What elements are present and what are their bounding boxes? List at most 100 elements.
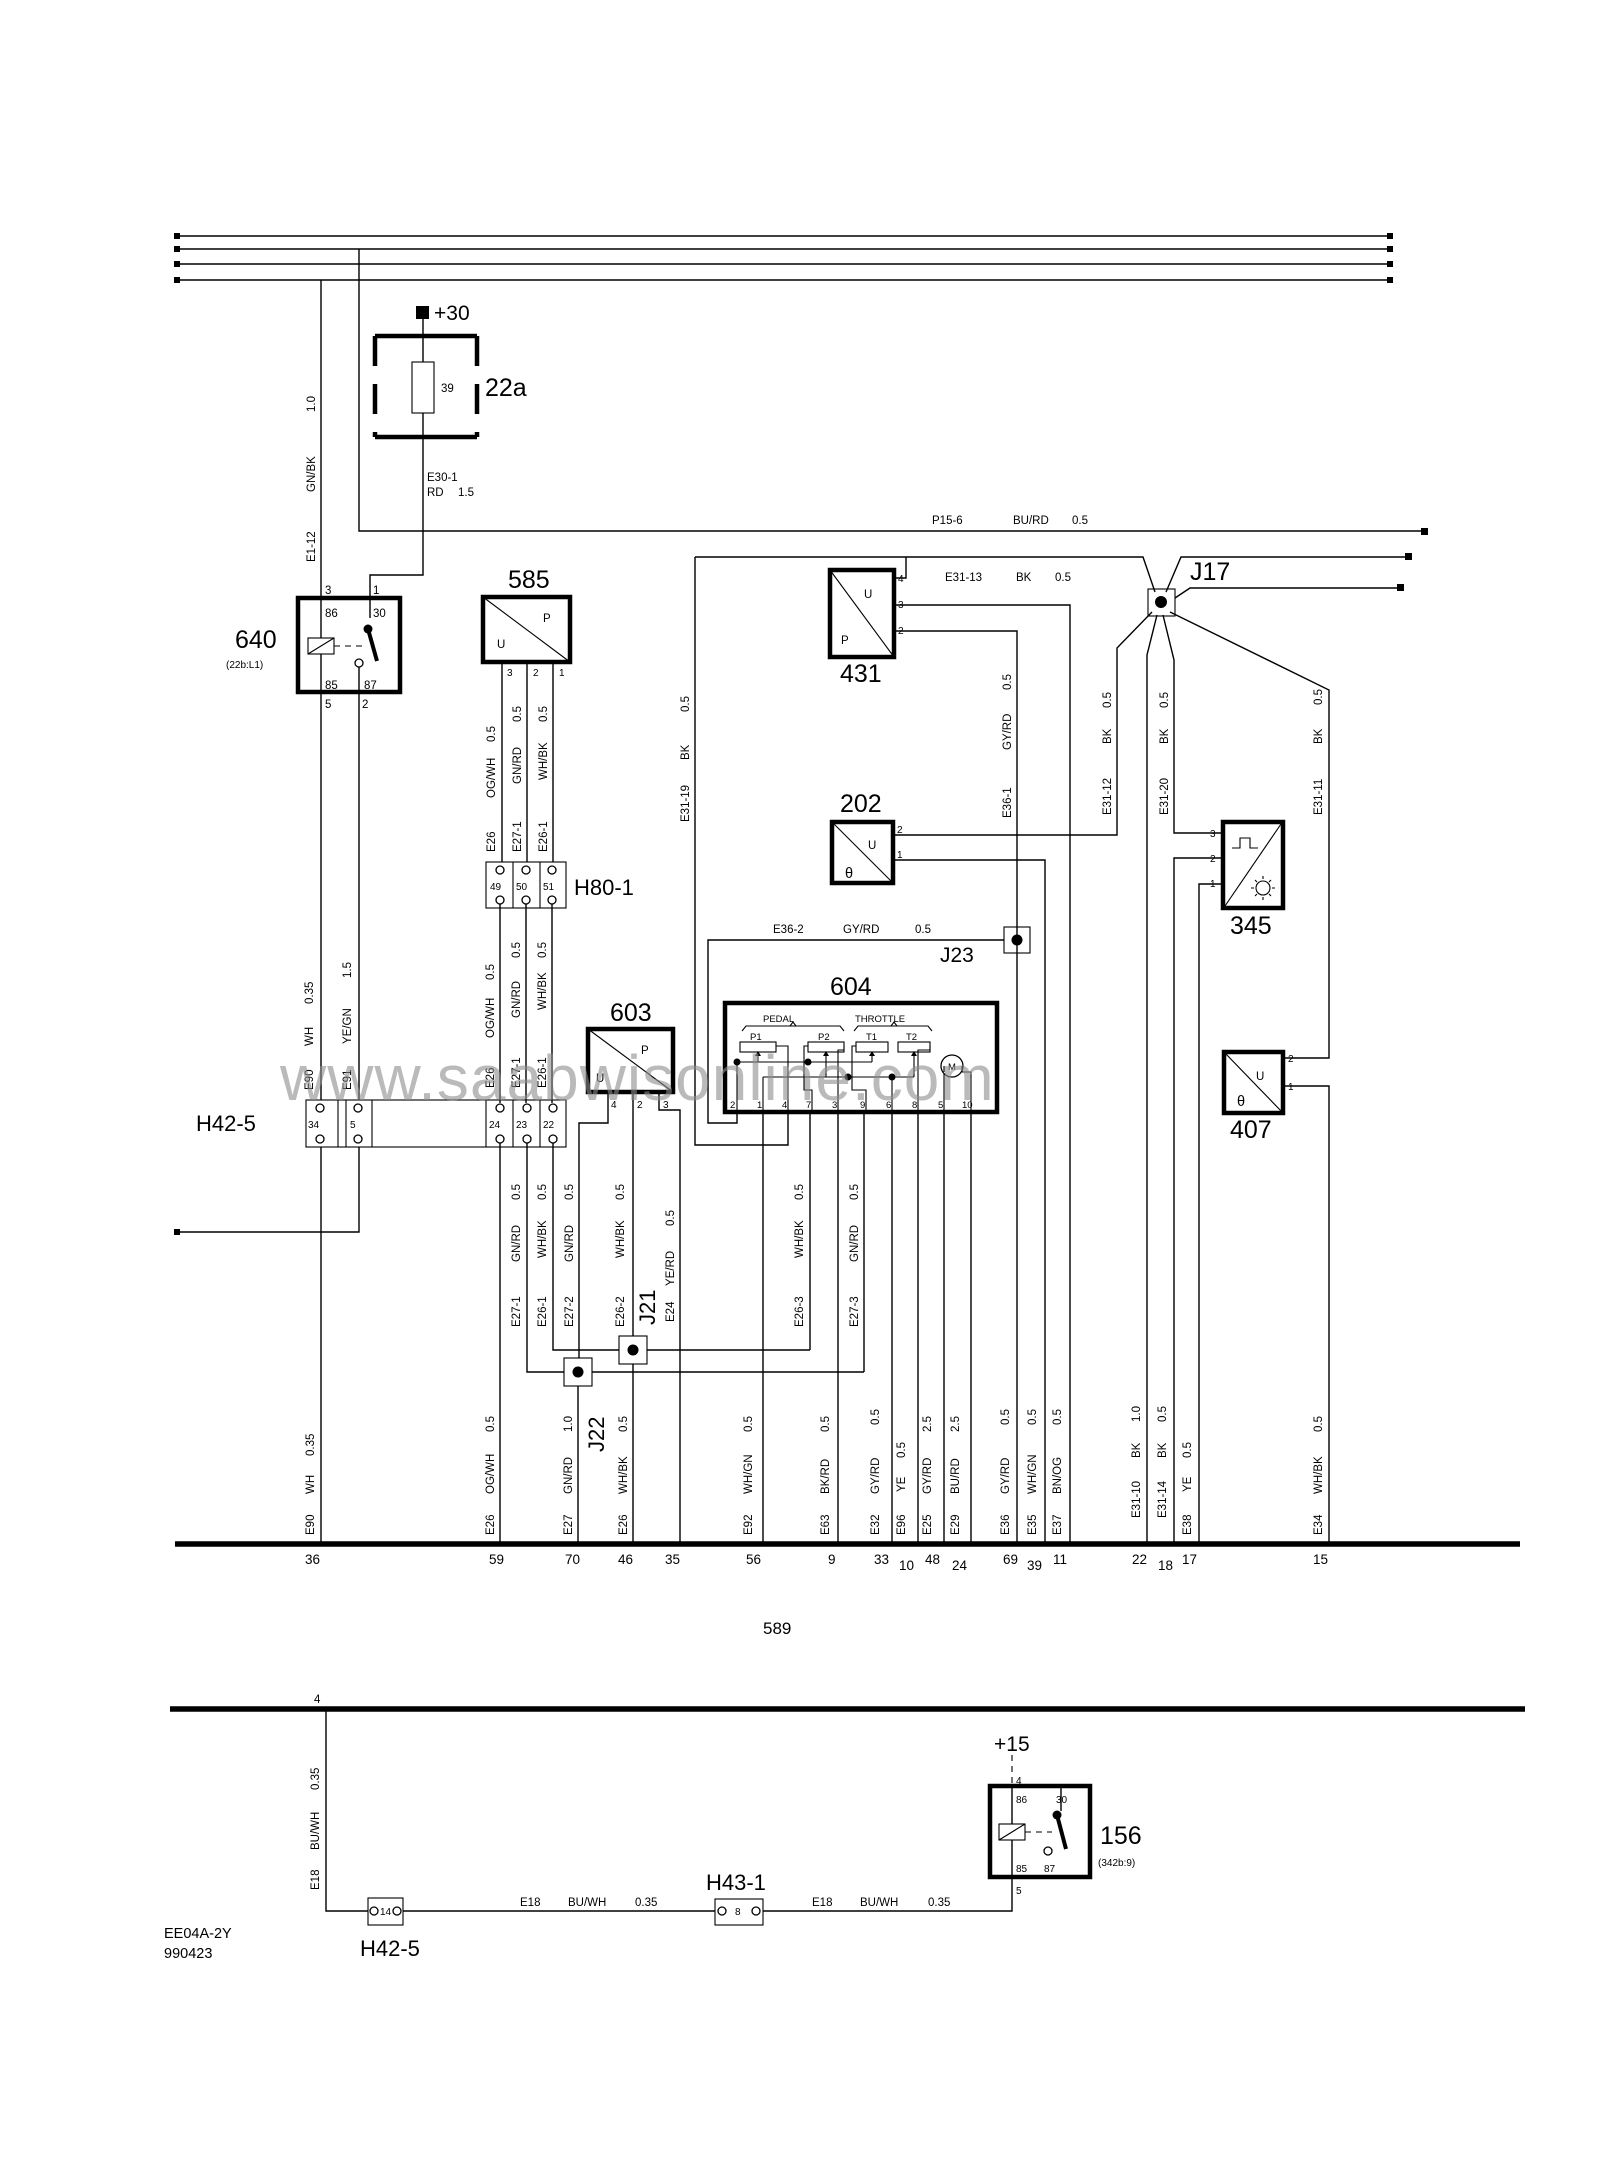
bus-pin: 69 [1003, 1552, 1018, 1567]
junction-label: J22 [584, 1417, 609, 1452]
symbol-u: U [1256, 1071, 1264, 1083]
component-label: 345 [1230, 912, 1272, 940]
component-label: 603 [610, 999, 652, 1027]
wire-gnbk: 1.0 GN/BK E1-12 [306, 280, 322, 598]
relay-156: +15 4 86 30 85 87 5 156 (342b:9) [987, 1733, 1142, 1897]
component-345: 345 3 2 1 [1173, 819, 1286, 1544]
wire-label: 0.5 [1000, 1409, 1012, 1425]
junction-j17: E31-13 BK 0.5 J17 E31-12 BK 0.5 E31-20 B… [695, 553, 1412, 1544]
wire-label: E29 [950, 1515, 962, 1535]
bus-pin: 35 [665, 1552, 680, 1567]
bus-pin: 15 [1313, 1552, 1328, 1567]
wire-label: E36-1 [1002, 787, 1014, 818]
pin-label: 3 [325, 585, 331, 597]
wire-label: GY/RD [1002, 714, 1014, 750]
wire-label: 0.5 [512, 706, 524, 722]
pot-label: T1 [866, 1032, 877, 1043]
wire-label: 0.5 [537, 1184, 549, 1200]
wire-label: E31-10 [1131, 1481, 1143, 1518]
wire-label: 0.5 [511, 942, 523, 958]
component-label: 407 [1230, 1116, 1272, 1144]
ecu-bus: 36 59 70 46 35 56 9 33 10 48 24 69 39 11… [175, 1541, 1520, 1573]
connector-h80-1: 49 50 51 H80-1 E26 OG/WH 0.5 E27-1 GN/RD… [485, 861, 634, 1103]
wire-label: WH/BK [1313, 1456, 1325, 1494]
wire-label: E37 [1052, 1515, 1064, 1535]
group-label: PEDAL [763, 1014, 794, 1025]
wire-e36-2: E36-2 GY/RD 0.5 [707, 924, 1004, 1124]
pin-label: 86 [325, 608, 338, 620]
symbol-u: U [497, 639, 505, 651]
component-label: 22a [485, 374, 527, 402]
pin-label: 23 [516, 1120, 528, 1131]
pin-label: 9 [860, 1100, 865, 1111]
fuse-box-22a: +30 39 22a E30-1 RD 1.5 [369, 302, 527, 598]
component-label: 431 [840, 660, 882, 688]
wire-label: GN/RD [849, 1225, 861, 1262]
junction-j22: J22 [563, 1112, 865, 1544]
wire-label: 0.5 [485, 1416, 497, 1432]
component-604: 604 PEDAL THROTTLE P1 P2 T1 T2 M 2 1 4 7… [722, 973, 1000, 1544]
plus30-label: +30 [434, 302, 470, 325]
component-ref: (22b:L1) [226, 660, 263, 671]
wire-label: E34 [1313, 1514, 1325, 1535]
wire-label: 0.5 [1052, 1409, 1064, 1425]
wire-e31-19: E31-19 BK 0.5 [680, 557, 789, 1146]
wire-label: 0.5 [618, 1416, 630, 1432]
wire-label: 0.5 [538, 706, 550, 722]
bus-pin: 24 [952, 1558, 968, 1573]
pin-label: 3 [832, 1100, 837, 1111]
fuse-symbol [411, 361, 435, 414]
component-label: 156 [1100, 1822, 1142, 1850]
symbol-p: P [841, 635, 849, 647]
pin-label: 5 [938, 1100, 943, 1111]
wire-label: YE [1182, 1476, 1194, 1492]
connector-label: H42-5 [196, 1111, 256, 1136]
wire-label: E31-11 [1313, 779, 1325, 815]
junction-label: J21 [635, 1290, 660, 1325]
component-ref: (342b:9) [1098, 1858, 1135, 1869]
wire-label: BK [1159, 728, 1171, 744]
wire-label: GN/RD [563, 1457, 575, 1494]
wire-label: E92 [743, 1515, 755, 1535]
bus-pin: 22 [1132, 1552, 1147, 1567]
wire-label: GY/RD [1000, 1458, 1012, 1494]
wire-label: E18 [812, 1897, 832, 1909]
wire-label: E27-1 [511, 1057, 523, 1088]
wire-label: E30-1 [427, 472, 458, 484]
wire-label: 0.5 [485, 964, 497, 980]
wire-label: RD [427, 487, 444, 499]
wire-label: 0.5 [1159, 692, 1171, 708]
pin-label: 4 [782, 1100, 787, 1111]
wire-label: OG/WH [485, 1454, 497, 1494]
wire-label: YE [896, 1476, 908, 1492]
wire-label: E24 [665, 1301, 677, 1322]
wire-label: 0.5 [1072, 515, 1088, 527]
pin-label: 3 [507, 668, 513, 679]
wire-label: 0.5 [486, 726, 498, 742]
symbol-u: U [596, 1073, 604, 1085]
connector-label: H43-1 [706, 1870, 766, 1895]
pin-label: 1 [373, 585, 379, 597]
pin-label: 5 [350, 1120, 356, 1131]
wire-label: WH/GN [743, 1454, 755, 1494]
wire-label: BU/WH [860, 1897, 898, 1909]
fuse-number: 39 [441, 383, 454, 395]
wire-label: 0.35 [310, 1768, 322, 1790]
wire-label: BU/WH [310, 1812, 322, 1850]
pot-label: P1 [750, 1032, 762, 1043]
pin-label: 4 [611, 1100, 617, 1111]
wire-label: BK [1131, 1442, 1143, 1458]
component-label: 585 [508, 566, 550, 594]
bus-pin: 9 [828, 1552, 836, 1567]
wire-label: E36-2 [773, 924, 804, 936]
wire-label: YE/RD [665, 1251, 677, 1286]
wire-label: 0.5 [537, 942, 549, 958]
pin-label: 1 [559, 668, 565, 679]
pin-label: 5 [1016, 1886, 1022, 1897]
wire-label: E90 [304, 1070, 316, 1090]
pin-label: 85 [325, 680, 338, 692]
wire-label: 2.5 [922, 1416, 934, 1432]
wire-label: GN/RD [511, 1225, 523, 1262]
connector-h42-5-bottom: 14 H42-5 E18 BU/WH 0.35 [360, 1897, 715, 1961]
